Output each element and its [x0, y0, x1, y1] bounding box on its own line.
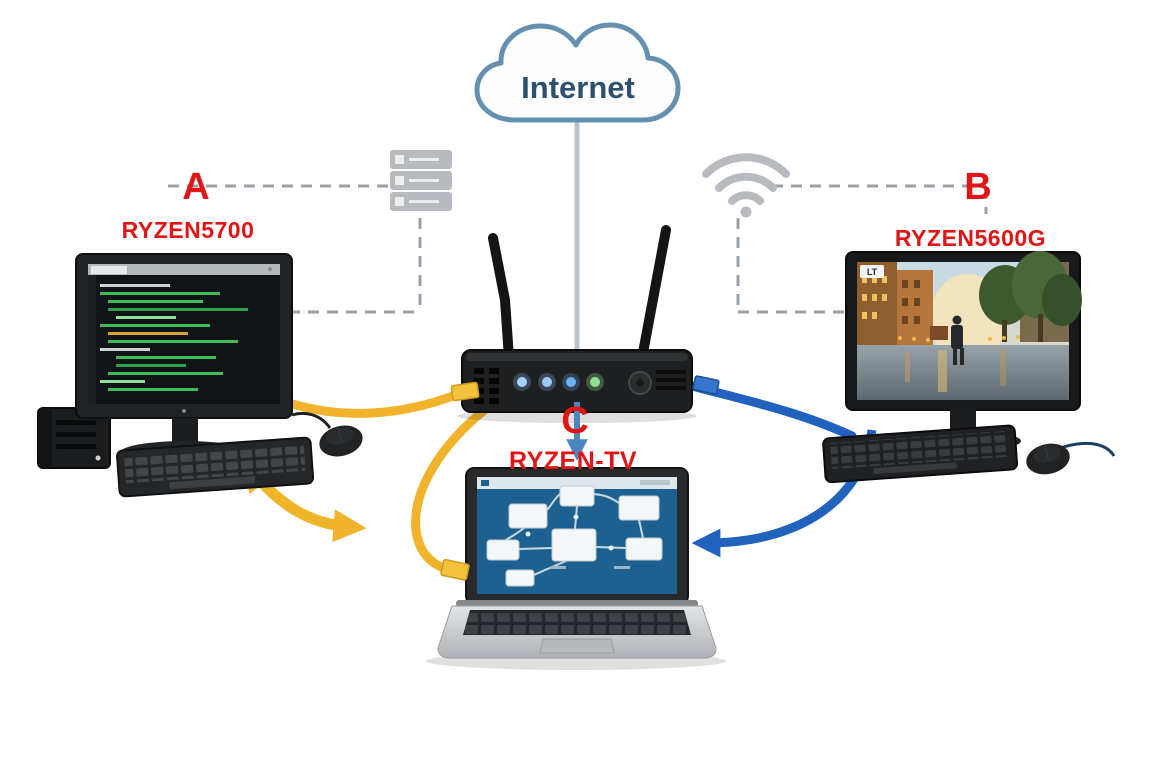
monitor-b: LT: [845, 251, 1082, 411]
router-vent-right: [656, 370, 686, 390]
laptop-c: [426, 467, 726, 670]
computer-a-name: RYZEN5700: [121, 217, 255, 243]
server-icon: [390, 150, 452, 211]
person-silhouette: [951, 315, 964, 365]
yellow-connector-router: [450, 381, 480, 402]
router-vent-left: [474, 368, 499, 404]
keyboard-a: [116, 436, 315, 498]
router-antenna-left: [488, 233, 514, 363]
monitor-b-logo: LT: [867, 267, 878, 277]
router-status-leds: [513, 373, 604, 391]
computer-c-name: RYZEN-TV: [508, 447, 638, 475]
mouse-a: [319, 425, 363, 457]
monitor-a: [75, 253, 293, 419]
monitor-a-code-lines: [100, 284, 248, 391]
laptop-hinge: [456, 600, 698, 607]
laptop-trackpad: [539, 638, 615, 654]
desktop-a: [37, 253, 363, 498]
dashed-connector-left: [168, 184, 422, 314]
external-drive-a: [37, 407, 111, 469]
laptop-screen-flowchart: [477, 477, 677, 594]
blue-connector-router: [692, 375, 720, 395]
desktop-b: LT: [822, 251, 1116, 484]
internet-cloud: [474, 22, 681, 123]
router-antenna-right: [637, 225, 671, 363]
monitor-b-screen-photo: LT: [857, 251, 1082, 400]
label-a: A: [182, 166, 210, 208]
keyboard-b: [822, 424, 1019, 484]
computer-b-name: RYZEN5600G: [894, 225, 1047, 251]
internet-label: Internet: [521, 70, 635, 105]
label-c: C: [561, 400, 589, 442]
mouse-b-cable: [1059, 442, 1116, 457]
dashed-connector-right: [736, 184, 988, 314]
cable-yellow-router-to-laptop: [411, 403, 492, 577]
label-b: B: [964, 166, 992, 208]
mouse-a-cable: [291, 411, 332, 429]
yellow-connector-laptop: [440, 558, 470, 581]
cable-yellow-a-to-router: [265, 385, 473, 418]
mouse-b: [1026, 443, 1070, 475]
wifi-icon: [702, 153, 790, 218]
